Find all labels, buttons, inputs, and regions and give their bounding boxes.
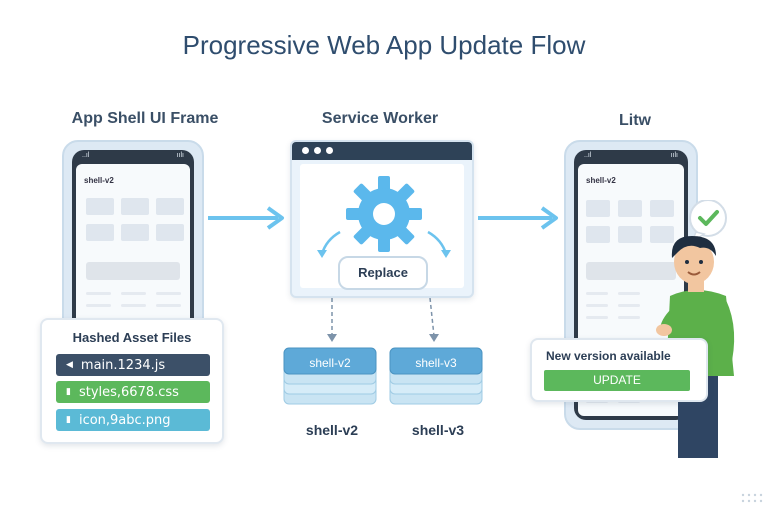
ui-line — [586, 316, 608, 319]
dashed-arrow — [429, 297, 439, 342]
asset-file-png: ▮ icon,9abc.png — [56, 409, 210, 431]
window-dot — [302, 147, 309, 154]
corner-dots-icon — [741, 493, 763, 503]
diagram-title: Progressive Web App Update Flow — [182, 30, 586, 60]
ui-line — [618, 292, 640, 295]
status-signal: ..ıl — [82, 152, 90, 159]
ui-line — [86, 304, 111, 307]
ui-tile — [156, 224, 184, 241]
hashed-assets-title: Hashed Asset Files — [72, 330, 192, 345]
ui-tile — [586, 200, 610, 217]
shell-version-label: shell-v2 — [586, 176, 616, 185]
window-dot — [326, 147, 333, 154]
update-button[interactable]: UPDATE — [544, 370, 690, 391]
cache-stack-label: shell-v3 — [415, 356, 457, 370]
ui-bar — [586, 262, 676, 280]
dashed-arrow — [327, 298, 337, 342]
ui-line — [121, 292, 146, 295]
person-illustration — [656, 200, 735, 458]
ui-tile — [586, 226, 610, 243]
ui-line — [121, 304, 146, 307]
ui-line — [86, 292, 111, 295]
gear-icon — [346, 176, 422, 252]
replace-button[interactable]: Replace — [338, 256, 428, 290]
ui-tile — [86, 224, 114, 241]
ui-line — [586, 304, 608, 307]
phone-screen: shell-v2 — [76, 164, 190, 326]
refresh-arrows-icon — [317, 230, 451, 258]
ui-tile — [618, 200, 642, 217]
check-icon — [689, 200, 727, 244]
stack-caption-v2: shell-v2 — [305, 422, 359, 438]
ui-tile — [650, 226, 674, 243]
ui-tile — [156, 198, 184, 215]
ui-tile — [86, 198, 114, 215]
column-label-service-worker: Service Worker — [321, 110, 439, 127]
file-icon: ▮ — [66, 387, 71, 397]
notification-text: New version available — [546, 349, 671, 363]
asset-file-name: icon,9abc.png — [78, 412, 171, 428]
file-icon: ◀ — [66, 360, 73, 370]
shell-version-label: shell-v2 — [84, 176, 114, 185]
ui-tile — [650, 200, 674, 217]
file-icon: ▮ — [66, 415, 71, 425]
asset-file-js: ◀ main.1234.js — [56, 354, 210, 376]
stack-caption-v3: shell-v3 — [411, 422, 465, 438]
cache-stack-v2 — [283, 347, 377, 405]
column-label-app-shell: App Shell UI Frame — [71, 110, 219, 127]
cache-stack-v3 — [389, 347, 483, 405]
status-signal: ..ıl — [584, 152, 592, 159]
ui-tile — [121, 224, 149, 241]
asset-file-css: ▮ styles,6678.css — [56, 381, 210, 403]
column-label-right: Litw — [619, 112, 651, 129]
cache-stack-label: shell-v2 — [309, 356, 351, 370]
update-notification: New version available UPDATE — [530, 338, 708, 402]
status-battery: ıılı — [670, 152, 678, 159]
hashed-assets-card: Hashed Asset Files ◀ main.1234.js ▮ styl… — [40, 318, 224, 444]
service-worker-window: Replace — [290, 140, 474, 298]
arrow-right-icon — [478, 206, 558, 230]
window-titlebar — [292, 142, 472, 160]
window-dot — [314, 147, 321, 154]
status-battery: ıılı — [176, 152, 184, 159]
asset-file-name: styles,6678.css — [78, 384, 179, 400]
ui-line — [618, 316, 640, 319]
phone-left: ..ıl ıılı shell-v2 — [62, 140, 204, 340]
ui-line — [586, 292, 608, 295]
ui-line — [156, 292, 181, 295]
ui-line — [156, 304, 181, 307]
ui-bar — [86, 262, 180, 280]
ui-line — [618, 304, 640, 307]
arrow-right-icon — [208, 206, 284, 230]
asset-file-name: main.1234.js — [80, 357, 166, 373]
ui-tile — [618, 226, 642, 243]
ui-tile — [121, 198, 149, 215]
